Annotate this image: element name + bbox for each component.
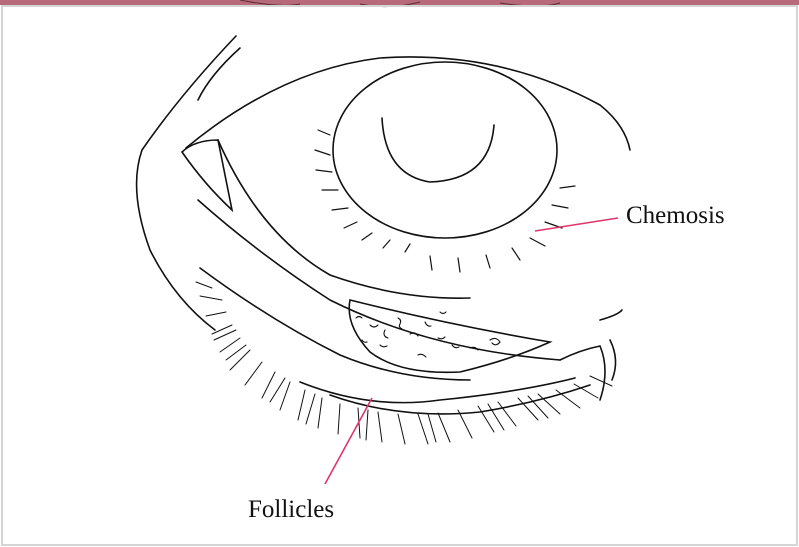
follicles-pointer	[325, 398, 372, 484]
chemosis-label: Chemosis	[626, 202, 725, 230]
lower-lashes	[196, 282, 612, 444]
follicles-label: Follicles	[248, 496, 334, 524]
image-frame	[2, 6, 797, 545]
chemosis-pointer	[535, 218, 618, 231]
top-image-strip	[0, 0, 799, 5]
eye-outline	[137, 36, 630, 414]
